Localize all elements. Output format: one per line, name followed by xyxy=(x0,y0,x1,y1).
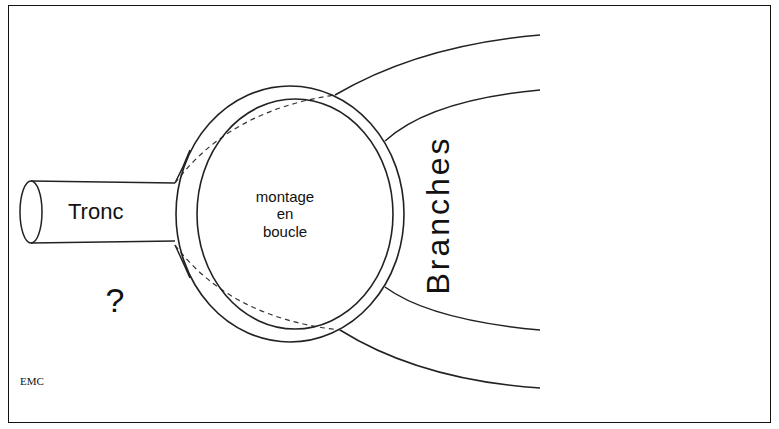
branch-line xyxy=(335,35,540,95)
branch-line xyxy=(385,287,540,330)
node-label: Tronc xyxy=(68,199,123,224)
frame xyxy=(9,6,771,423)
trunk-opening xyxy=(20,181,42,243)
loop-ring: montage en boucle xyxy=(175,85,405,343)
branch-line xyxy=(340,330,540,388)
loop-inner xyxy=(197,99,393,329)
trunk-flare xyxy=(175,150,190,183)
loop-outer xyxy=(176,86,404,342)
trunk-flare xyxy=(175,245,190,278)
trunk-wall xyxy=(31,241,175,243)
question-mark: ? xyxy=(106,283,125,317)
hidden-branch-line xyxy=(175,245,340,330)
watermark: EMC xyxy=(20,376,44,387)
branch-line xyxy=(385,90,540,141)
trunk-tube: Tronc xyxy=(18,178,175,246)
node-label: montage en boucle xyxy=(256,188,314,240)
trunk-wall xyxy=(31,181,175,183)
branches-label: Branches xyxy=(422,135,454,294)
